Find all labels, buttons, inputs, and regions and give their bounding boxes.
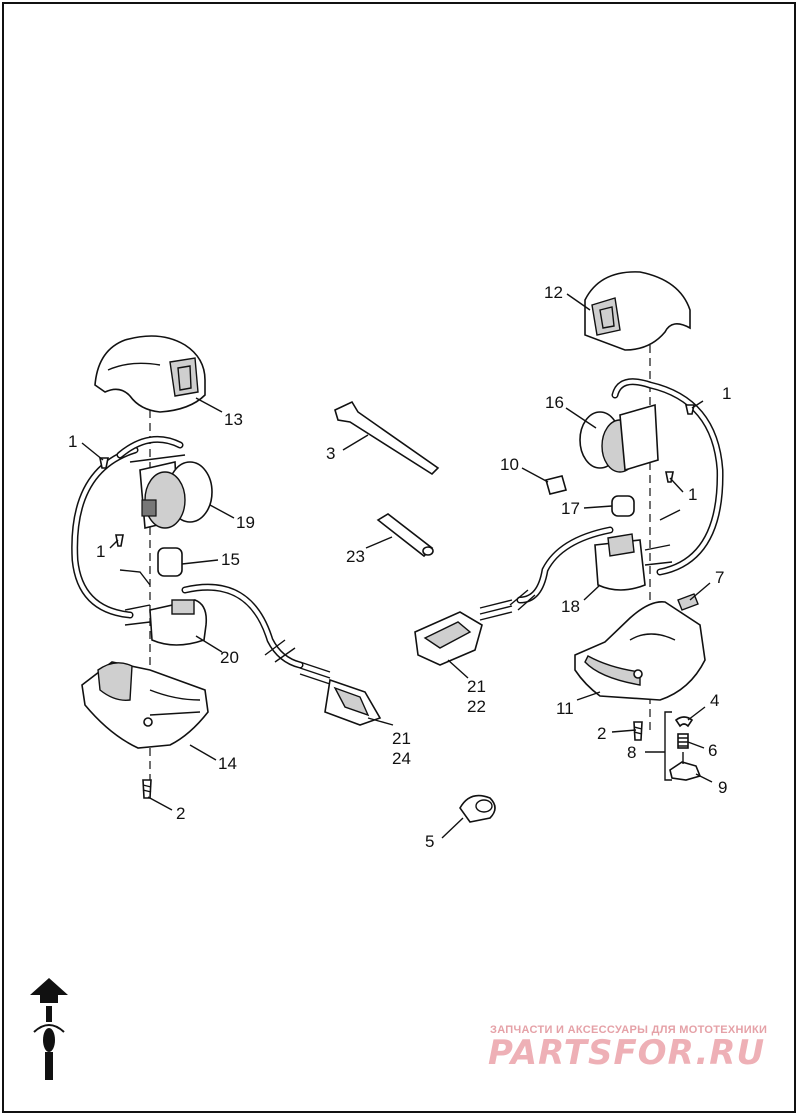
callout-23: 23 xyxy=(346,547,365,566)
part-18-switch-right-lower xyxy=(594,509,681,591)
part-20-switch-left-lower xyxy=(124,599,208,646)
right-wiring-harness xyxy=(479,378,724,621)
callout-12: 12 xyxy=(544,283,563,302)
callout-6: 6 xyxy=(708,741,717,760)
watermark: ЗАПЧАСТИ И АКСЕССУАРЫ ДЛЯ МОТОТЕХНИКИ PA… xyxy=(488,1024,767,1073)
part-14-lower-housing-left xyxy=(81,661,209,749)
part-12-upper-housing-right xyxy=(584,271,691,351)
part-9-knob xyxy=(669,752,702,781)
callout-22: 22 xyxy=(467,697,486,716)
callout-17: 17 xyxy=(561,499,580,518)
callout-2: 2 xyxy=(176,804,185,823)
part-16-switch-right xyxy=(579,403,659,473)
part-19-switch-left xyxy=(129,454,213,529)
callout-1: 1 xyxy=(68,432,77,451)
callout-18: 18 xyxy=(561,597,580,616)
callout-1: 1 xyxy=(688,485,697,504)
callout-10: 10 xyxy=(500,455,519,474)
part-21-connector-right xyxy=(414,611,483,666)
part-15-switch-left xyxy=(119,547,183,586)
part-1-screw-right-a xyxy=(685,404,695,415)
part-2-screw-left xyxy=(142,779,152,799)
part-2-screw-right xyxy=(633,721,643,741)
part-8-bracket xyxy=(664,711,672,781)
part-11-lower-housing-right xyxy=(574,601,706,701)
part-6-spring xyxy=(677,733,689,749)
part-21-connector-left xyxy=(324,678,382,726)
callout-1: 1 xyxy=(96,542,105,561)
watermark-tagline: ЗАПЧАСТИ И АКСЕССУАРЫ ДЛЯ МОТОТЕХНИКИ xyxy=(490,1024,767,1036)
callout-11: 11 xyxy=(556,699,574,718)
watermark-brand: PARTSFOR.RU xyxy=(488,1033,765,1073)
callout-20: 20 xyxy=(220,648,239,667)
callout-24: 24 xyxy=(392,749,411,768)
callout-9: 9 xyxy=(718,778,727,797)
callout-1: 1 xyxy=(722,384,731,403)
callout-14: 14 xyxy=(218,754,237,773)
callout-13: 13 xyxy=(224,410,243,429)
part-17-switch-right xyxy=(611,495,635,517)
callout-15: 15 xyxy=(221,550,240,569)
callout-5: 5 xyxy=(425,832,434,851)
part-5-clip xyxy=(459,794,496,823)
callout-19: 19 xyxy=(236,513,255,532)
callout-21: 21 xyxy=(467,677,486,696)
callout-labels: 1 1 1 1 2 2 3 4 5 6 7 8 9 10 11 12 13 14… xyxy=(68,283,731,851)
part-1-screw-left-b xyxy=(115,534,124,547)
motorcycle-top-view-icon xyxy=(33,1006,65,1080)
part-10-pad xyxy=(545,475,567,495)
callout-16: 16 xyxy=(545,393,564,412)
part-23-sleeve xyxy=(376,513,434,558)
callout-21: 21 xyxy=(392,729,411,748)
callout-4: 4 xyxy=(710,691,719,710)
callout-8: 8 xyxy=(627,743,636,762)
front-direction-arrow-icon xyxy=(30,978,68,1003)
callout-7: 7 xyxy=(715,568,724,587)
part-3-cable-tie xyxy=(334,400,440,476)
part-1-screw-left-a xyxy=(99,457,109,469)
leader-lines xyxy=(81,293,713,839)
left-wiring-harness xyxy=(71,435,331,685)
callout-3: 3 xyxy=(326,444,335,463)
part-13-upper-housing-left xyxy=(94,335,206,413)
callout-2: 2 xyxy=(597,724,606,743)
